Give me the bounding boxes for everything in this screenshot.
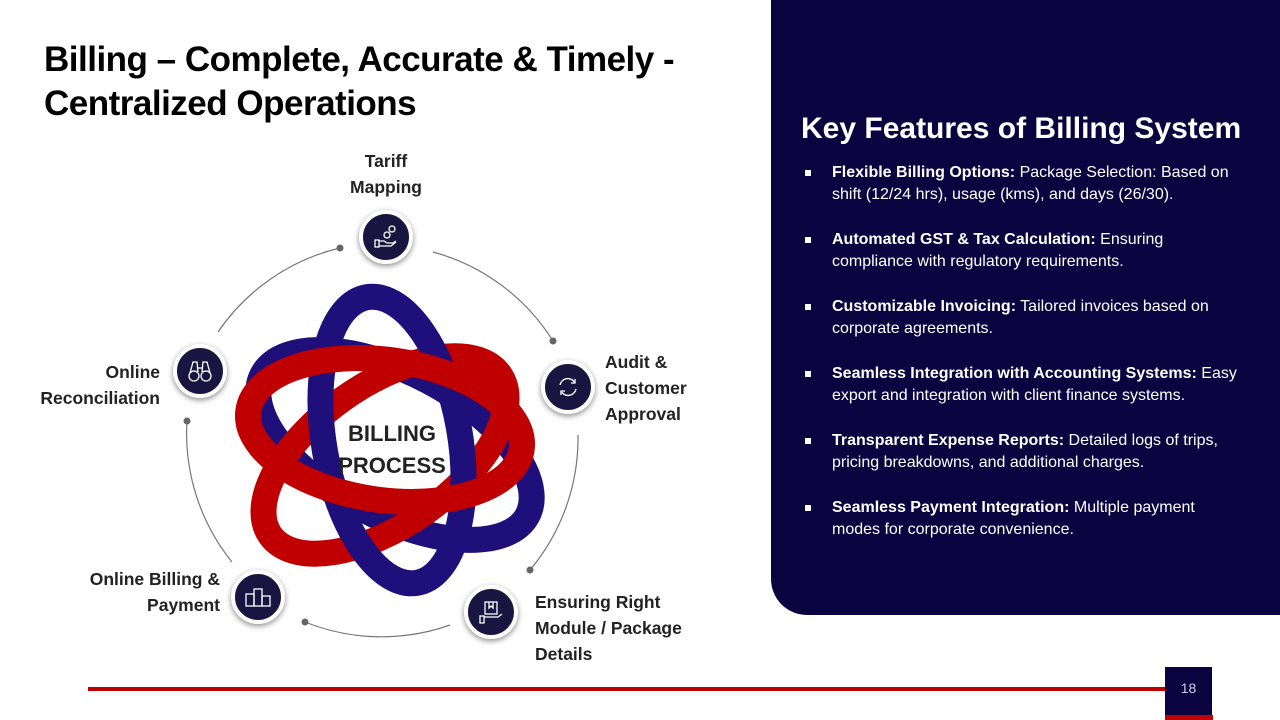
- footer-divider: [88, 687, 1168, 691]
- step-label-audit-approval: Audit & Customer Approval: [605, 352, 687, 424]
- panel-heading: Key Features of Billing System: [801, 112, 1242, 145]
- feature-item: Automated GST & Tax Calculation: Ensurin…: [803, 229, 1243, 273]
- diagram-center-label: BILLING PROCESS: [338, 421, 446, 478]
- feature-list: Flexible Billing Options: Package Select…: [803, 162, 1243, 564]
- key-features-panel: Key Features of Billing System Flexible …: [771, 0, 1280, 615]
- feature-item: Seamless Integration with Accounting Sys…: [803, 363, 1243, 407]
- step-label-tariff-mapping: Tariff Mapping: [350, 151, 422, 197]
- binoculars-icon: [173, 344, 227, 398]
- bullet-icon: [805, 304, 811, 310]
- bullet-icon: [805, 438, 811, 444]
- bullet-icon: [805, 237, 811, 243]
- hand-coins-icon: [359, 210, 413, 264]
- refresh-icon: [541, 360, 595, 414]
- step-label-module-package: Ensuring Right Module / Package Details: [535, 592, 682, 664]
- page-number: 18: [1165, 667, 1212, 716]
- bullet-icon: [805, 170, 811, 176]
- ring-graphic: [234, 283, 545, 597]
- feature-item: Customizable Invoicing: Tailored invoice…: [803, 296, 1243, 340]
- connector-dots: [183, 244, 557, 626]
- step-label-reconciliation: Online Reconciliation: [40, 362, 160, 408]
- connector-arcs: [186, 247, 579, 638]
- process-diagram: [183, 244, 579, 638]
- podium-icon: [231, 570, 285, 624]
- feature-item: Transparent Expense Reports: Detailed lo…: [803, 430, 1243, 474]
- step-label-billing-payment: Online Billing & Payment: [89, 569, 220, 615]
- hand-package-icon: [464, 585, 518, 639]
- feature-item: Flexible Billing Options: Package Select…: [803, 162, 1243, 206]
- page-number-accent: [1165, 715, 1213, 720]
- bullet-icon: [805, 505, 811, 511]
- slide-title: Billing – Complete, Accurate & Timely - …: [44, 40, 675, 123]
- bullet-icon: [805, 371, 811, 377]
- feature-item: Seamless Payment Integration: Multiple p…: [803, 497, 1243, 541]
